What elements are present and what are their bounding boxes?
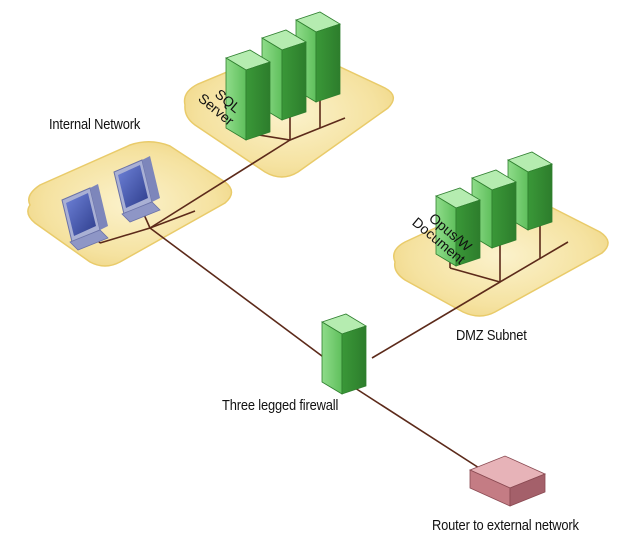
cable-firewall-to-dmz (371, 281, 501, 359)
monitor-icon (61, 184, 109, 251)
server-icon (435, 187, 481, 267)
label-router: Router to external network (432, 517, 579, 534)
firewall-server-icon (321, 313, 367, 395)
monitor-icon (113, 156, 161, 223)
cable-firewall-to-router (354, 387, 491, 476)
cable-internal-to-sql (149, 139, 291, 229)
label-dmz-subnet: DMZ Subnet (456, 327, 527, 344)
server-icon (225, 49, 271, 141)
server-icon (261, 29, 307, 121)
label-internal-network: Internal Network (49, 116, 141, 133)
label-three-legged-firewall: Three legged firewall (222, 397, 339, 414)
cable-internal-to-firewall (149, 227, 331, 363)
router-icon (468, 455, 547, 507)
